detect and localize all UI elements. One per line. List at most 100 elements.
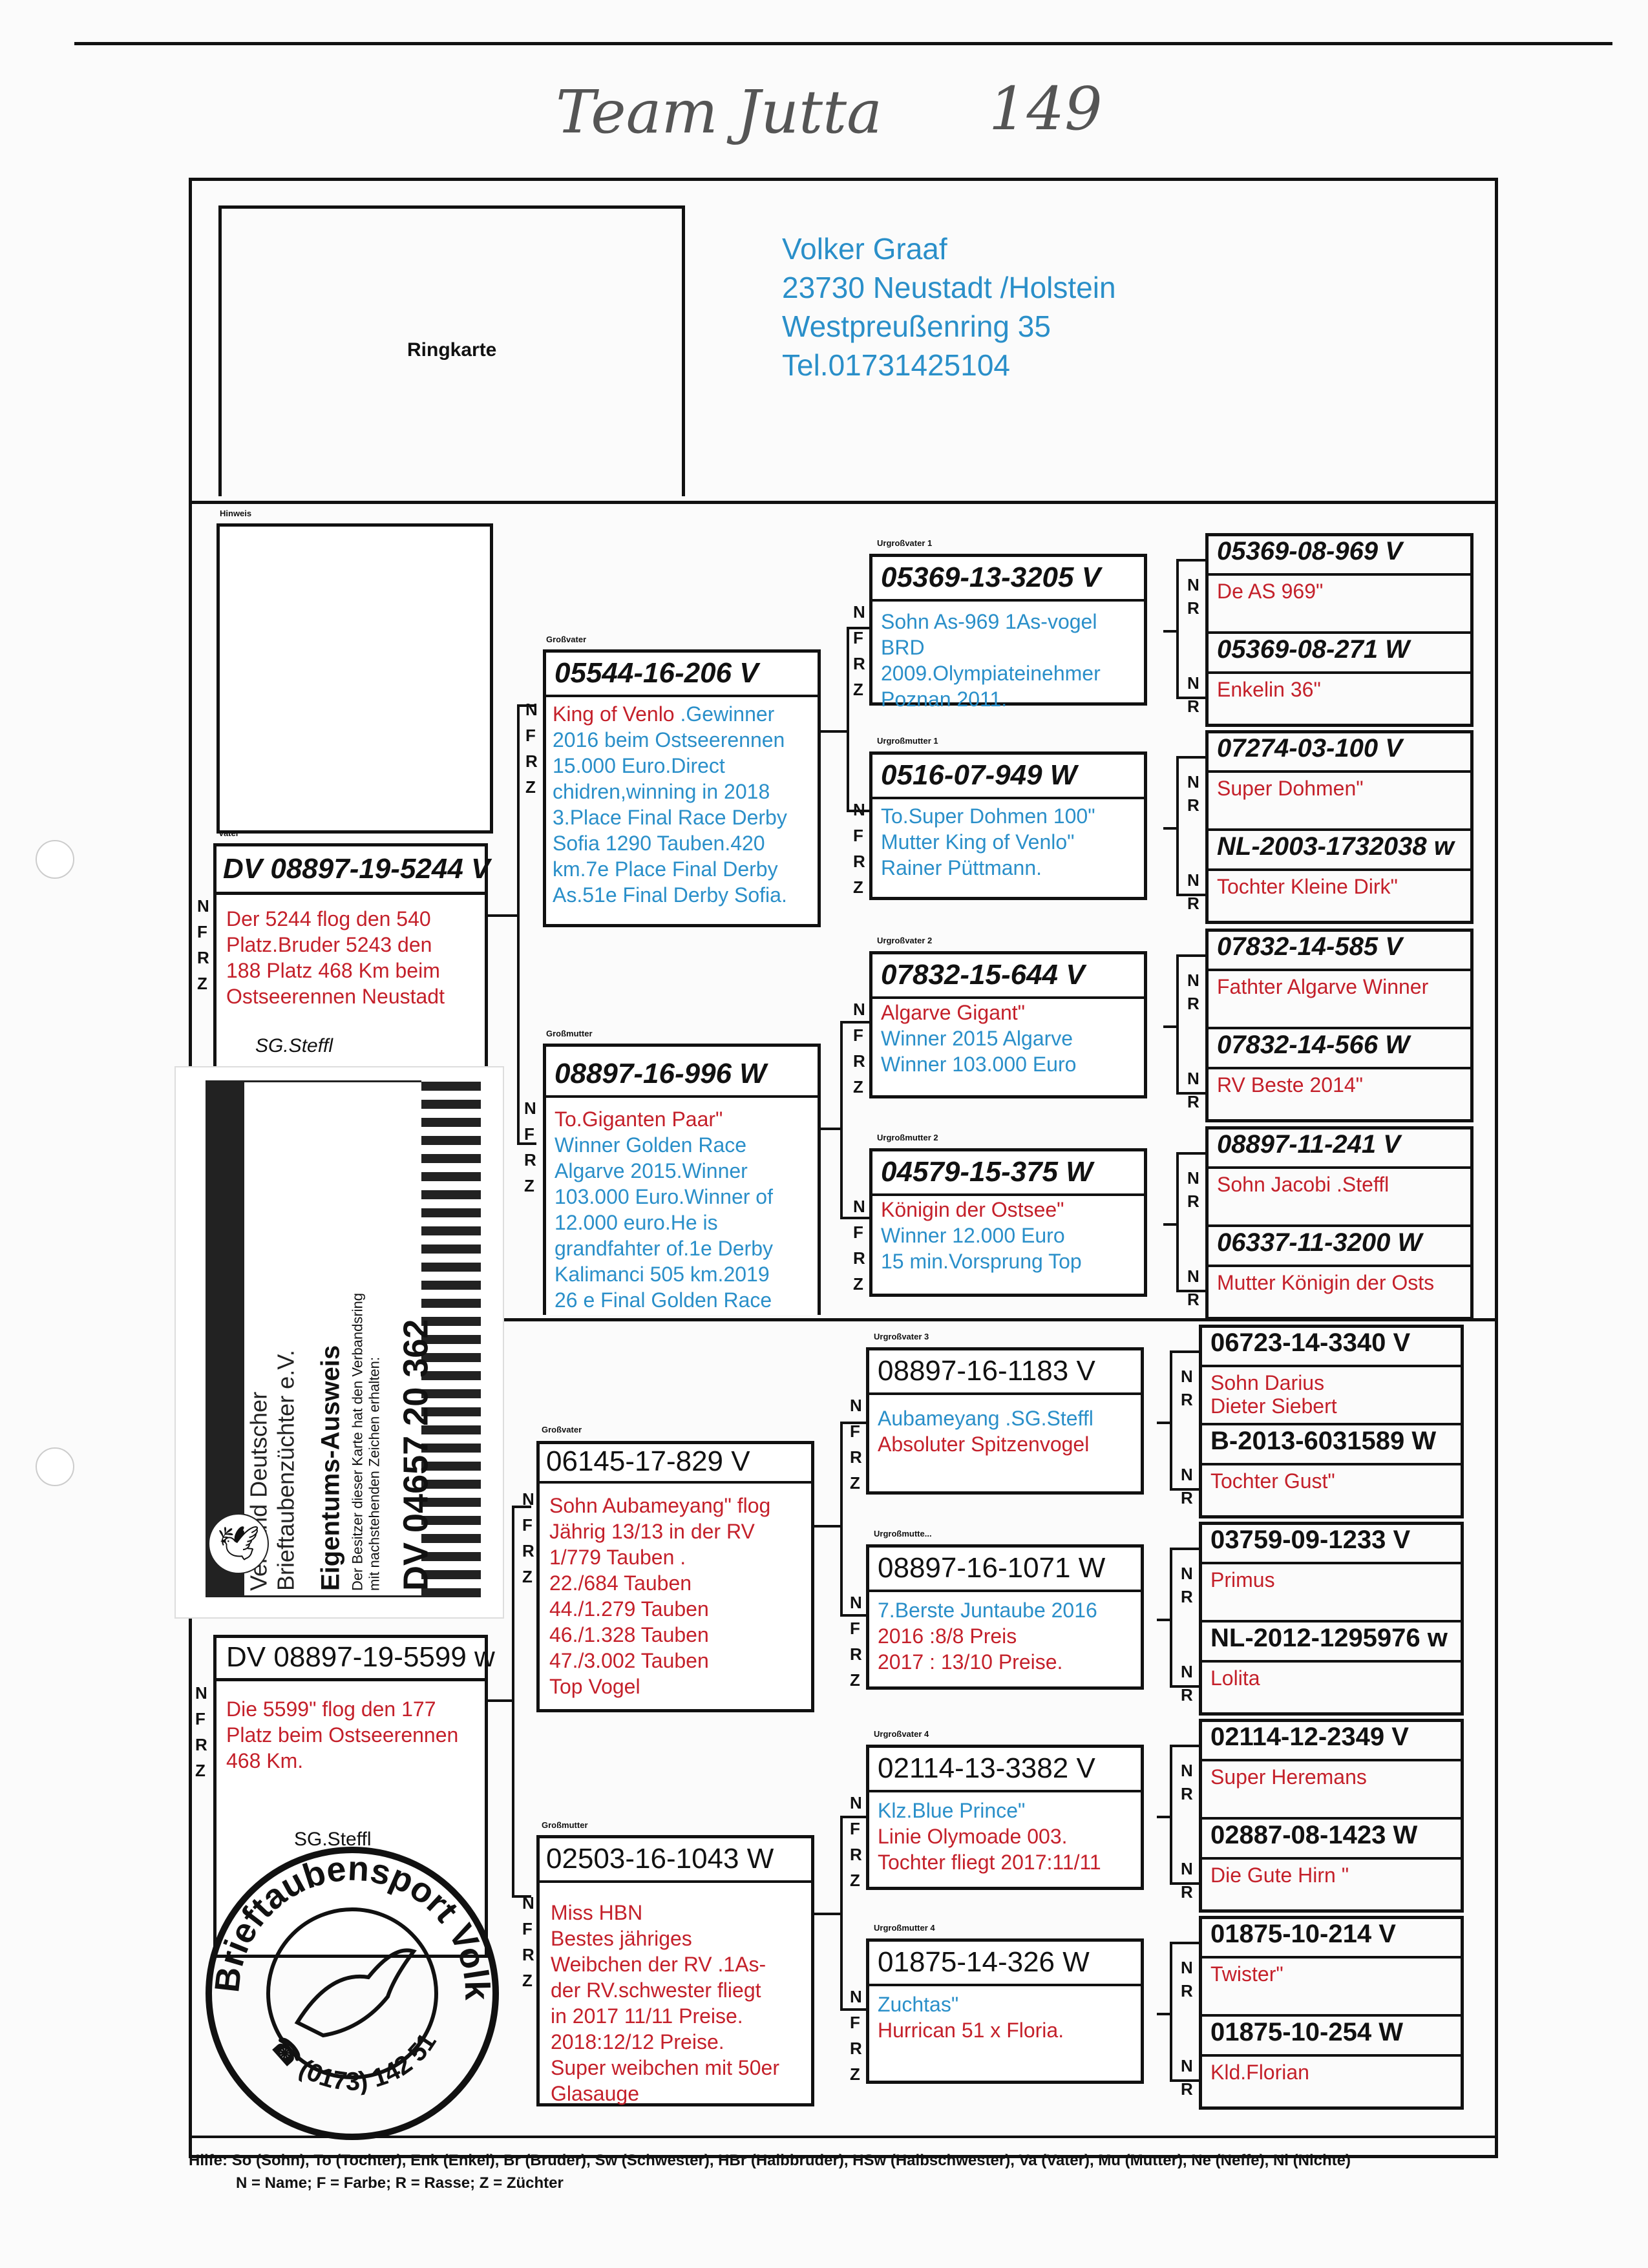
g4-9-underline — [1199, 1365, 1464, 1367]
g4-8-underline — [1205, 1265, 1474, 1267]
grandmother-2-desc: Miss HBN Bestes jähriges Weibchen der RV… — [551, 1901, 779, 2105]
ggp-2-desc-blue: To.Super Dohmen 100" Mutter King of Venl… — [881, 804, 1095, 879]
grossvater-2-label: Großvater — [542, 1425, 582, 1434]
g4-12-separator — [1199, 1620, 1464, 1622]
card-dove-icon: 🕊 — [208, 1513, 269, 1574]
g4-group-1 — [1205, 533, 1474, 727]
g4-group-7 — [1199, 1719, 1464, 1913]
card-text-line1: Der Besitzer dieser Karte hat den Verban… — [349, 1292, 366, 1591]
grandmother-1-nfrz: N F R Z — [524, 1098, 536, 1195]
g4-3-ring: 07274-03-100 V — [1217, 734, 1402, 762]
g4-2-separator — [1205, 631, 1474, 634]
owner-street: Westpreußenring 35 — [782, 310, 1051, 343]
ggp-3-desc: Algarve Gigant"Winner 2015 Algarve Winne… — [881, 1000, 1076, 1077]
ggp-8-desc: Zuchtas"Hurrican 51 x Floria. — [878, 1991, 1064, 2043]
hinweis-label: Hinweis — [220, 509, 252, 518]
g4-2-nr: N R — [1187, 673, 1199, 716]
grandfather-2-ring: 06145-17-829 V — [546, 1445, 750, 1477]
ggp-7-underline — [866, 1790, 1144, 1792]
g4-14-separator — [1199, 1817, 1464, 1820]
ggp-8-label: Urgroßmutter 4 — [874, 1923, 935, 1933]
grossmutter-2-label: Großmutter — [542, 1820, 588, 1830]
ownership-card: Verband Deutscher Brieftaubenzüchter e.V… — [174, 1066, 504, 1619]
mother-ring-underline — [213, 1678, 488, 1681]
g4-connector-2-arm-2 — [1176, 894, 1205, 896]
ggp-8-box — [866, 1938, 1144, 2084]
g4-connector-4 — [1176, 1152, 1179, 1291]
ggp-2-box — [869, 751, 1147, 900]
card-org-line2: Brieftaubenzüchter e.V. — [272, 1350, 299, 1591]
g4-connector-4-arm-1 — [1176, 1152, 1205, 1155]
ggp-4-ring: 04579-15-375 W — [881, 1156, 1093, 1188]
g4-3-nr: N R — [1187, 772, 1199, 815]
g4-6-separator — [1205, 1027, 1474, 1029]
g4-connector-1-mid — [1163, 630, 1176, 633]
g4-group-2 — [1205, 730, 1474, 924]
ggp-2-underline — [869, 797, 1147, 799]
g4-connector-8-arm-1 — [1170, 1942, 1199, 1944]
ggp-8-nfrz: N F R Z — [850, 1987, 862, 2084]
grandmother-1-text: Winner Golden Race Algarve 2015.Winner 1… — [555, 1133, 773, 1312]
g4-8-separator — [1205, 1224, 1474, 1227]
g4-10-underline — [1199, 1463, 1464, 1465]
g4-connector-3-mid — [1163, 1025, 1176, 1028]
g4-4-underline — [1205, 868, 1474, 871]
g4-13-desc: Super Heremans — [1210, 1765, 1367, 1789]
g4-4-desc: Tochter Kleine Dirk" — [1217, 875, 1398, 898]
g4-3-underline — [1205, 770, 1474, 773]
g4-7-nr: N R — [1187, 1168, 1199, 1211]
grandfather-1-name: King of Venlo — [553, 702, 675, 726]
g4-connector-6-arm-1 — [1170, 1548, 1199, 1550]
ggp-7-nfrz: N F R Z — [850, 1793, 862, 1890]
g4-11-nr: N R — [1181, 1564, 1193, 1606]
g4-connector-7-mid — [1157, 1816, 1170, 1818]
father-desc: Der 5244 flog den 540 Platz.Bruder 5243 … — [226, 907, 445, 1008]
g4-16-desc: Kld.Florian — [1210, 2061, 1309, 2084]
g4-4-ring: NL-2003-1732038 w — [1217, 832, 1454, 861]
g4-10-nr: N R — [1181, 1465, 1193, 1507]
father-breeder: SG.Steffl — [255, 1035, 333, 1056]
card-ring-number: DV 04657 20 362 — [396, 1319, 436, 1591]
g4-5-ring: 07832-14-585 V — [1217, 932, 1402, 961]
g4-connector-1-arm-2 — [1176, 697, 1205, 699]
breeder-stamp: Brieftaubensport Volker Graaf ☎ (0173) 1… — [200, 1842, 499, 2140]
ggp-5-desc-red: Absoluter Spitzenvogel — [878, 1433, 1090, 1456]
ggp-4-desc-blue: Winner 12.000 Euro 15 min.Vorsprung Top — [881, 1224, 1082, 1273]
g4-connector-3 — [1176, 954, 1179, 1093]
g4-connector-2 — [1176, 756, 1179, 895]
grandfather-2-desc: Sohn Aubameyang" flog Jährig 13/13 in de… — [549, 1494, 771, 1698]
ggp-5-box — [866, 1347, 1144, 1495]
ggp-2-label: Urgroßmutter 1 — [877, 736, 938, 746]
g4-10-ring: B-2013-6031589 W — [1210, 1427, 1437, 1455]
vater-label: Vater — [218, 828, 239, 838]
g4-5-desc: Fathter Algarve Winner — [1217, 975, 1429, 998]
g4-6-desc: RV Beste 2014" — [1217, 1073, 1364, 1097]
g4-9-ring: 06723-14-3340 V — [1210, 1328, 1411, 1357]
ggp-4-desc-red: Königin der Ostsee" — [881, 1198, 1064, 1221]
g4-group-5 — [1199, 1325, 1464, 1518]
ggp-1-ring: 05369-13-3205 V — [881, 562, 1101, 593]
card-dark-band — [206, 1080, 244, 1597]
ggp-1-nfrz: N F R Z — [853, 602, 865, 699]
g4-13-underline — [1199, 1759, 1464, 1761]
g4-8-desc: Mutter Königin der Osts — [1217, 1271, 1435, 1294]
top-rule — [74, 42, 1612, 45]
grandmother-1-ring: 08897-16-996 W — [555, 1058, 766, 1089]
g4-connector-1 — [1176, 559, 1179, 698]
ggp-6-ring: 08897-16-1071 W — [878, 1552, 1106, 1584]
grossmutter-1-label: Großmutter — [546, 1029, 593, 1038]
g4-connector-6-mid — [1157, 1619, 1170, 1621]
g4-14-underline — [1199, 1857, 1464, 1860]
grandmother-1-desc: To.Giganten Paar"Winner Golden Race Alga… — [555, 1106, 773, 1313]
ggp-3-box — [869, 951, 1147, 1098]
g4-connector-2-arm-1 — [1176, 756, 1205, 759]
ggp-6-box — [866, 1544, 1144, 1690]
owner-city: 23730 Neustadt /Holstein — [782, 271, 1116, 304]
g4-connector-4-mid — [1163, 1223, 1176, 1226]
ggp-8-ring: 01875-14-326 W — [878, 1946, 1090, 1978]
ggp-7-desc-red: Linie Olymoade 003. Tochter fliegt 2017:… — [878, 1825, 1101, 1874]
ggp-6-label: Urgroßmutte... — [874, 1529, 932, 1538]
grossvater-1-label: Großvater — [546, 635, 587, 644]
grandfather-1-ring: 05544-16-206 V — [555, 657, 759, 689]
g4-12-ring: NL-2012-1295976 w — [1210, 1624, 1448, 1652]
